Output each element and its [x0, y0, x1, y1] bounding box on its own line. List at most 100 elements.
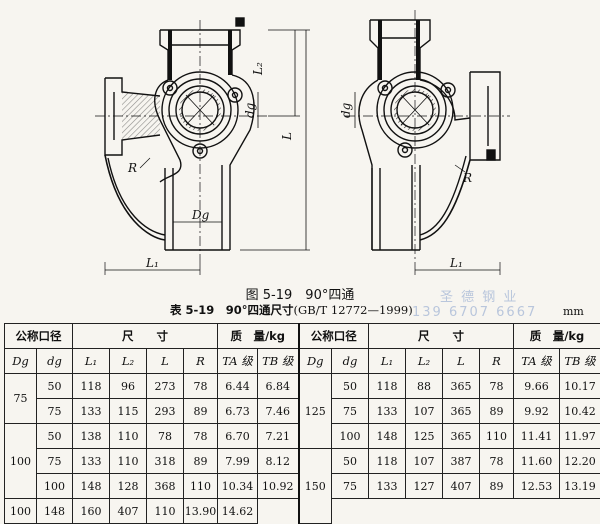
table-cell: 107 [406, 449, 443, 474]
table-cell: 7.21 [258, 424, 299, 449]
table-cell: 89 [184, 399, 218, 424]
table-cell: 9.66 [514, 374, 560, 399]
label-dg-left: dg [243, 102, 257, 118]
table-cell: 293 [147, 399, 184, 424]
table-cell: 78 [147, 424, 184, 449]
subheader-cell: TA 级 [514, 349, 560, 374]
table-cell: 110 [110, 449, 147, 474]
label-l1-right: L₁ [449, 256, 463, 270]
table-cell: 8.12 [258, 449, 299, 474]
table-cell: 127 [406, 474, 443, 499]
nominal-diameter-cell: 75 [5, 374, 37, 424]
table-cell: 13.19 [560, 474, 600, 499]
table-cell: 148 [369, 424, 406, 449]
table-cell: 75 [332, 399, 369, 424]
table-cell: 148 [73, 474, 110, 499]
subheader-cell: L [443, 349, 480, 374]
table-cell: 387 [443, 449, 480, 474]
label-l2: L₂ [251, 62, 265, 76]
table-cell: 110 [147, 499, 184, 524]
table-cell: 88 [406, 374, 443, 399]
table-cell: 89 [184, 449, 218, 474]
table-cell: 133 [73, 449, 110, 474]
table-cell: 10.17 [560, 374, 600, 399]
table-cell: 14.62 [218, 499, 258, 524]
watermark-phone: 139 6707 6667 [412, 305, 537, 320]
label-dg-right: dg [339, 102, 353, 118]
table-cell: 13.90 [184, 499, 218, 524]
table-cell: 6.44 [218, 374, 258, 399]
subheader-cell: L₁ [73, 349, 110, 374]
table-cell: 110 [184, 474, 218, 499]
table-cell: 10.42 [560, 399, 600, 424]
subheader-cell: Dg [5, 349, 37, 374]
cross-fitting-drawing: L₂ L dg dg R R Dg L₁ L₁ [0, 0, 600, 282]
table-cell: 50 [332, 374, 369, 399]
table-cell: 78 [480, 449, 514, 474]
subheader-cell: TB 级 [258, 349, 299, 374]
table-cell: 75 [37, 399, 73, 424]
table-cell: 9.92 [514, 399, 560, 424]
label-r-left: R [127, 161, 137, 175]
header-size-2: 尺 寸 [369, 324, 514, 349]
table-cell: 407 [110, 499, 147, 524]
header-mass: 质 量/kg [218, 324, 299, 349]
table-cell: 6.70 [218, 424, 258, 449]
table-cell: 118 [369, 449, 406, 474]
table-cell: 138 [73, 424, 110, 449]
table-cell: 318 [147, 449, 184, 474]
right-view [345, 10, 510, 275]
subheader-cell: L₂ [110, 349, 147, 374]
label-r-right: R [462, 171, 472, 185]
table-cell: 10.92 [258, 474, 299, 499]
table-cell: 11.97 [560, 424, 600, 449]
subheader-cell: dg [332, 349, 369, 374]
table-title-standard: (GB/T 12772—1999) [294, 303, 413, 317]
table-cell: 368 [147, 474, 184, 499]
table-cell: 133 [369, 474, 406, 499]
left-view [95, 18, 310, 275]
table-cell: 110 [480, 424, 514, 449]
table-cell: 100 [5, 499, 37, 524]
header-size: 尺 寸 [73, 324, 218, 349]
table-cell: 365 [443, 399, 480, 424]
table-cell: 115 [110, 399, 147, 424]
table-cell: 10.34 [218, 474, 258, 499]
table-cell: 107 [406, 399, 443, 424]
table-cell: 7.46 [258, 399, 299, 424]
table-cell: 6.84 [258, 374, 299, 399]
table-cell: 128 [110, 474, 147, 499]
subheader-cell: Dg [299, 349, 332, 374]
subheader-cell: L₂ [406, 349, 443, 374]
nominal-diameter-cell: 125 [299, 374, 332, 449]
table-title-number: 表 5-19 90°四通尺寸 [170, 303, 294, 317]
table-cell: 118 [73, 374, 110, 399]
table-cell: 12.20 [560, 449, 600, 474]
table-cell: 50 [37, 424, 73, 449]
table-cell: 12.53 [514, 474, 560, 499]
subheader-cell: TA 级 [218, 349, 258, 374]
table-cell: 78 [480, 374, 514, 399]
table-cell: 148 [37, 499, 73, 524]
table-cell: 89 [480, 474, 514, 499]
table-cell: 7.99 [218, 449, 258, 474]
table-cell: 78 [184, 424, 218, 449]
label-l1-left: L₁ [145, 256, 159, 270]
table-cell: 89 [480, 399, 514, 424]
table-cell: 407 [443, 474, 480, 499]
table-cell: 100 [332, 424, 369, 449]
nominal-diameter-cell: 150 [299, 449, 332, 524]
table-cell: 11.60 [514, 449, 560, 474]
table-cell: 50 [37, 374, 73, 399]
table-cell: 50 [332, 449, 369, 474]
table-cell: 133 [369, 399, 406, 424]
table-cell: 125 [406, 424, 443, 449]
table-cell: 110 [110, 424, 147, 449]
table-cell: 365 [443, 374, 480, 399]
subheader-cell: TB 级 [560, 349, 600, 374]
table-cell: 75 [37, 449, 73, 474]
